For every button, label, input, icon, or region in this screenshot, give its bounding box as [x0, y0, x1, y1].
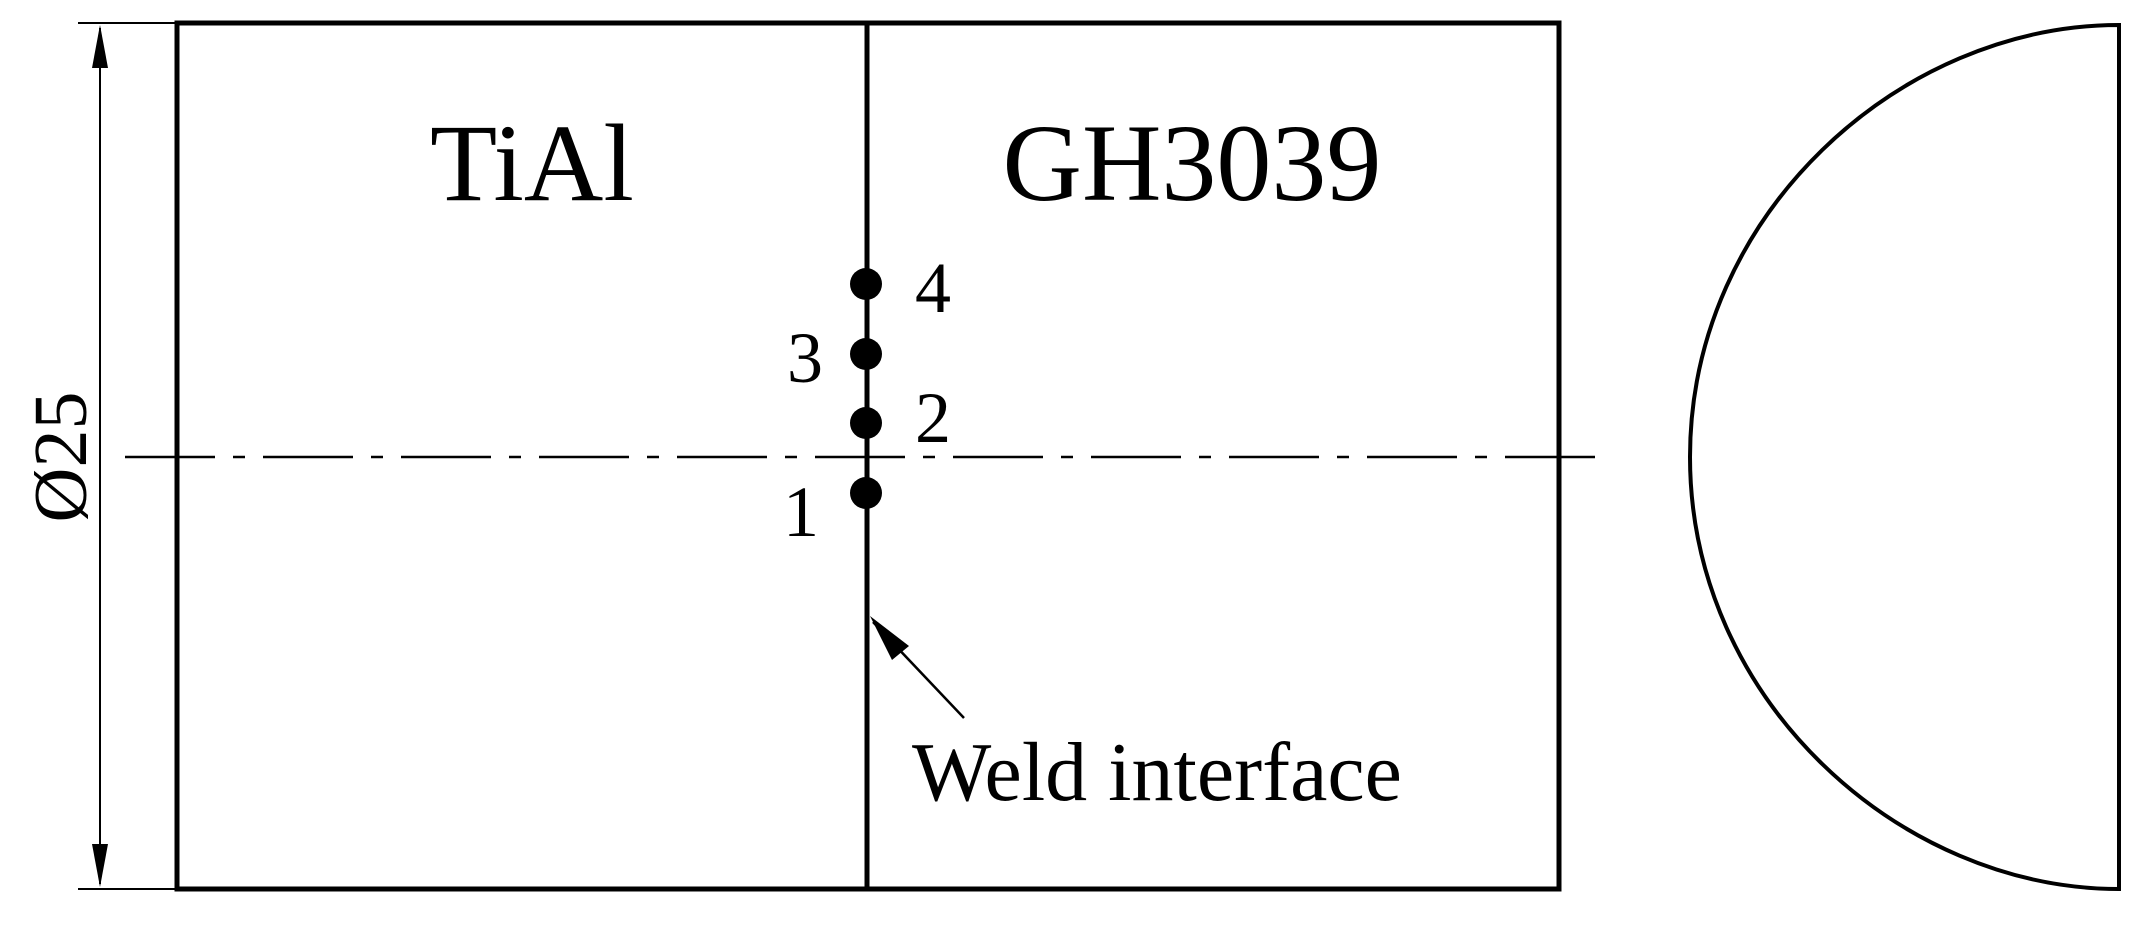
- point-marker-4: [850, 268, 882, 300]
- dimension-arrow-bottom: [92, 844, 108, 887]
- diameter-label: Ø25: [19, 392, 103, 523]
- point-marker-1: [850, 477, 882, 509]
- point-label-1: 1: [783, 472, 819, 552]
- weld-leader-arrowhead: [870, 616, 909, 660]
- point-label-4: 4: [915, 248, 951, 328]
- point-label-2: 2: [915, 378, 951, 458]
- end-view-outline: [1687, 22, 2121, 892]
- point-marker-2: [850, 407, 882, 439]
- point-label-3: 3: [787, 318, 823, 398]
- material-label-left: TiAl: [430, 102, 634, 224]
- weld-interface-label: Weld interface: [912, 726, 1402, 819]
- point-marker-3: [850, 338, 882, 370]
- dimension-arrow-top: [92, 25, 108, 68]
- material-label-right: GH3039: [1003, 102, 1382, 224]
